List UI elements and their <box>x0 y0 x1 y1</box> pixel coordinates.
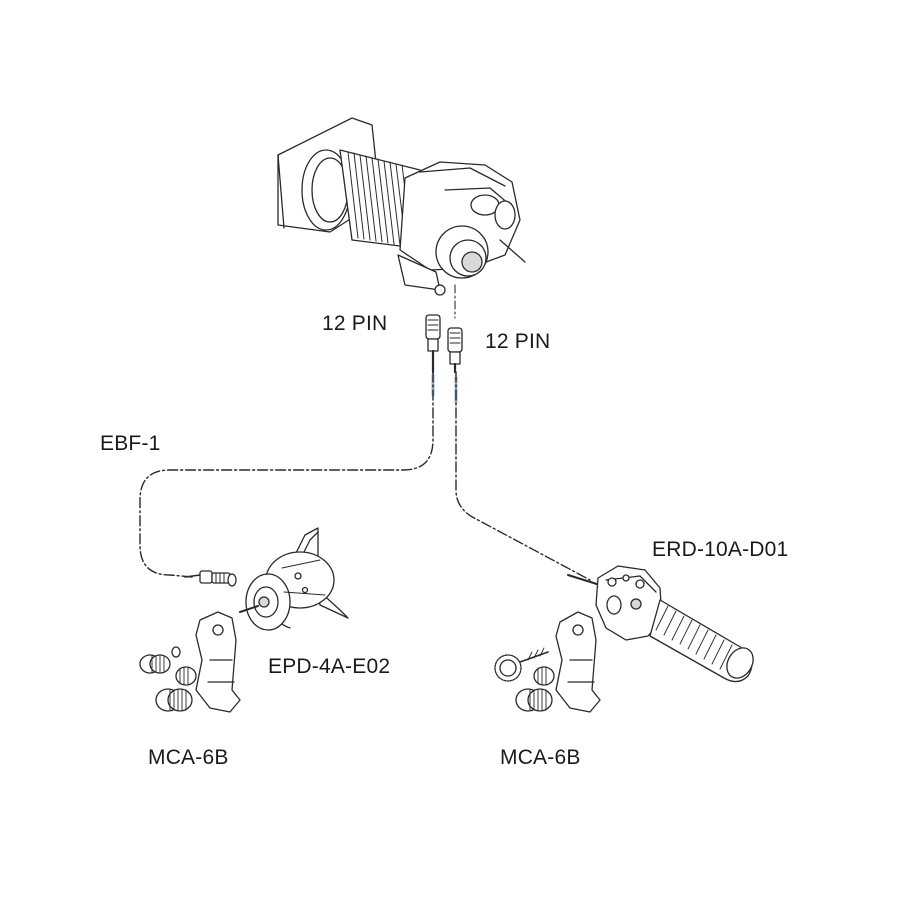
zoom-lens <box>277 117 526 296</box>
label-epd-4a-e02: EPD-4A-E02 <box>268 655 391 678</box>
label-mca-6b-right: MCA-6B <box>500 746 581 769</box>
label-mca-6b-left: MCA-6B <box>148 746 229 769</box>
focus-demand <box>239 527 349 631</box>
connector-tint <box>431 373 458 404</box>
cable-focus <box>139 371 434 578</box>
clamp-left <box>139 611 241 713</box>
label-12pin-right: 12 PIN <box>485 330 551 353</box>
zoom-demand <box>567 565 754 683</box>
label-erd-10a-d01: ERD-10A-D01 <box>652 538 789 561</box>
label-12pin-left: 12 PIN <box>322 312 388 335</box>
ebf-plug <box>184 570 237 587</box>
label-ebf-1: EBF-1 <box>100 432 161 455</box>
cable-zoom <box>455 371 591 581</box>
connector-right <box>447 327 463 374</box>
connector-left <box>425 314 441 374</box>
clamp-right <box>494 611 601 713</box>
